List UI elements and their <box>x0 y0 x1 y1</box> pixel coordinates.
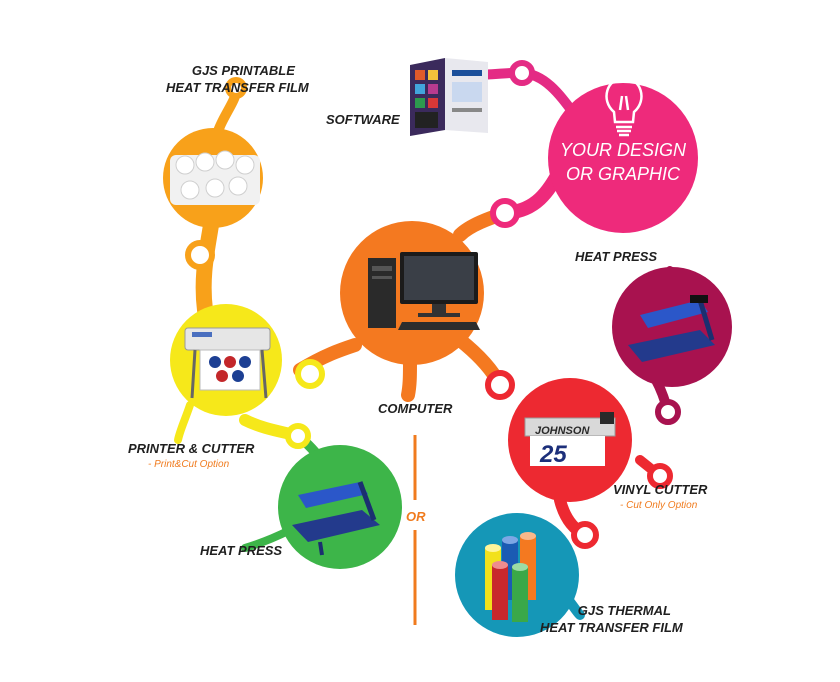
label-gjs-thermal-film: GJS THERMAL HEAT TRANSFER FILM <box>540 602 683 636</box>
junction-software <box>509 60 535 86</box>
node-heat-press-left <box>278 445 402 569</box>
film-rolls-image <box>170 150 260 205</box>
thermal-film-rolls-image <box>485 532 536 622</box>
junction-thermal <box>571 521 599 549</box>
software-box-image <box>410 58 488 136</box>
sublabel-printer-cutter: - Print&Cut Option <box>148 459 230 470</box>
heat-press-right-image <box>628 295 715 362</box>
printer-image <box>184 327 271 399</box>
label-design-line2: OR GRAPHIC <box>565 164 680 184</box>
computer-image <box>368 252 480 330</box>
junction-printer <box>295 359 325 389</box>
label-software: SOFTWARE <box>326 112 400 127</box>
sublabel-vinyl-cutter: - Cut Only Option <box>620 500 698 511</box>
junction-film-printer <box>185 240 215 270</box>
node-design <box>548 83 698 233</box>
label-design-line1: YOUR DESIGN <box>559 140 687 160</box>
junction-dots <box>185 60 681 549</box>
heat-press-left-image <box>292 481 380 556</box>
junction-vinyl-right <box>647 463 673 489</box>
label-computer: COMPUTER <box>378 401 453 416</box>
label-or: OR <box>406 509 426 524</box>
junction-film-top <box>225 77 247 99</box>
vinyl-cutter-image: JOHNSON 25 <box>524 412 616 468</box>
vinyl-graphic-number: 25 <box>539 441 567 468</box>
label-printer-cutter: PRINTER & CUTTER <box>128 441 255 456</box>
label-gjs-thermal-film-line2: HEAT TRANSFER FILM <box>540 620 683 635</box>
junction-printer-heatpress <box>285 423 311 449</box>
connector-printer-label <box>174 401 194 444</box>
junction-vinyl <box>485 370 515 400</box>
label-gjs-printable-film-line1: GJS PRINTABLE <box>191 63 295 78</box>
label-gjs-printable-film: GJS PRINTABLE HEAT TRANSFER FILM <box>166 62 309 96</box>
label-gjs-thermal-film-line1: GJS THERMAL <box>577 603 671 618</box>
label-heat-press-left: HEAT PRESS <box>200 543 283 558</box>
node-heat-press-right <box>612 267 732 387</box>
label-vinyl-cutter: VINYL CUTTER <box>613 482 708 497</box>
label-gjs-printable-film-line2: HEAT TRANSFER FILM <box>166 80 309 95</box>
junction-design <box>490 198 520 228</box>
label-design: YOUR DESIGN OR GRAPHIC <box>548 138 698 186</box>
label-heat-press-right: HEAT PRESS <box>575 249 658 264</box>
junction-heatpress-right <box>655 399 681 425</box>
connector-computer-down <box>401 353 417 402</box>
vinyl-graphic-name: JOHNSON <box>535 425 590 437</box>
lightbulb-icon <box>605 76 643 137</box>
